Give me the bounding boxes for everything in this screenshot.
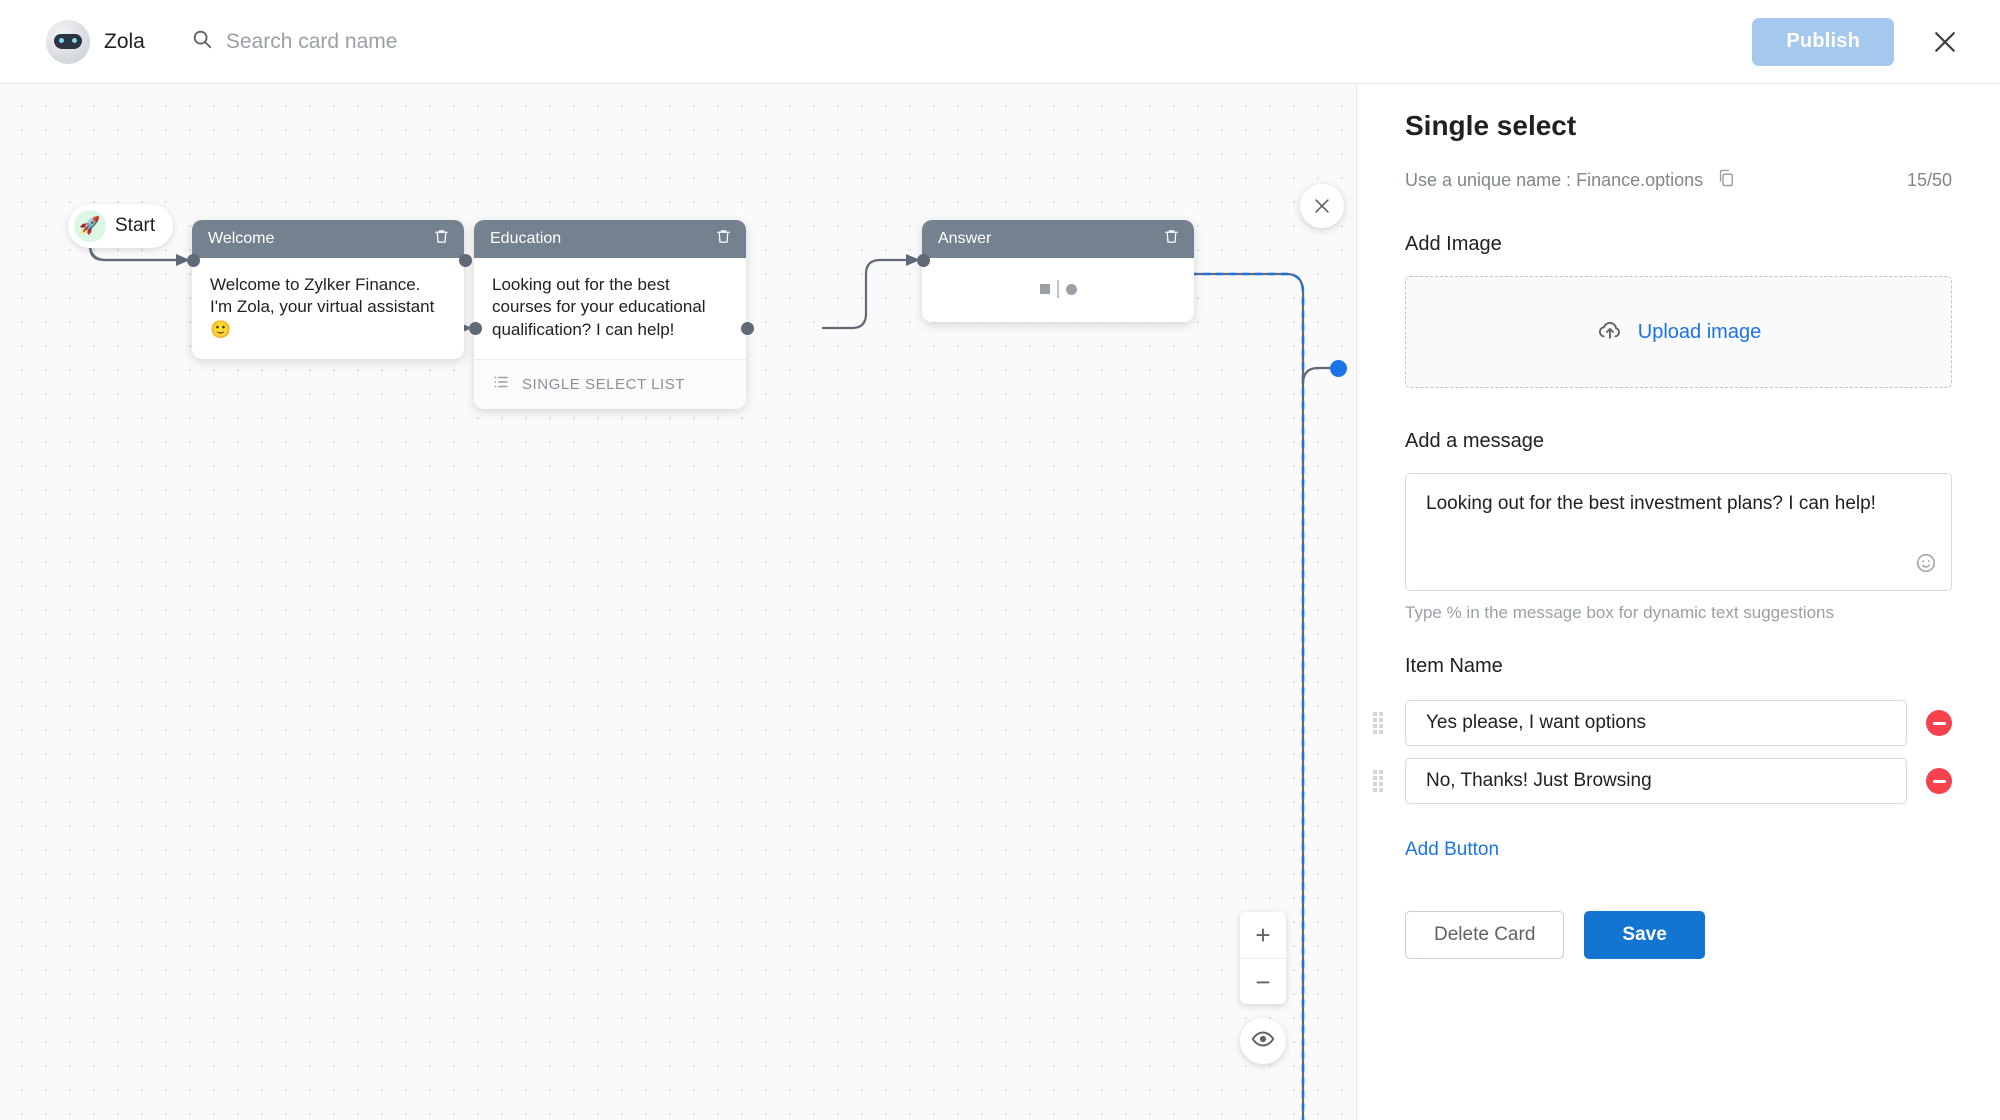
unique-name-text: Use a unique name : Finance.options [1405, 170, 1704, 190]
node-port-in-welcome[interactable] [187, 254, 200, 267]
preview-button[interactable] [1240, 1018, 1286, 1064]
trash-icon[interactable] [1163, 228, 1180, 250]
node-port-out-welcome[interactable] [459, 254, 472, 267]
character-counter: 15/50 [1906, 170, 1952, 190]
node-footer[interactable]: SINGLE SELECT LIST [474, 359, 746, 410]
node-footer-label: SINGLE SELECT LIST [522, 376, 686, 394]
flow-canvas[interactable]: 🚀 Start Welcome Welcome to Zylker Financ… [0, 84, 1356, 1120]
zoom-controls: + − [1240, 912, 1286, 1004]
item-input-0[interactable] [1405, 700, 1907, 747]
node-message: Looking out for the best courses for you… [492, 275, 706, 339]
item-input-1[interactable] [1405, 758, 1907, 805]
search-input[interactable] [225, 29, 846, 54]
start-node[interactable]: 🚀 Start [68, 204, 174, 248]
item-name-label: Item Name [1405, 655, 1503, 678]
delete-card-button[interactable]: Delete Card [1405, 911, 1565, 960]
zoom-in-button[interactable]: + [1255, 920, 1271, 950]
node-body: Welcome to Zylker Finance. I'm Zola, you… [192, 258, 464, 359]
message-value: Looking out for the best investment plan… [1426, 493, 1876, 514]
eye-icon [1251, 1027, 1275, 1056]
node-message: Welcome to Zylker Finance. I'm Zola, you… [210, 275, 435, 339]
drag-handle-icon[interactable] [1373, 770, 1391, 793]
node-header: Welcome [192, 220, 464, 258]
node-header: Answer [922, 220, 1194, 258]
brand: Zola [46, 19, 145, 64]
zoom-out-button[interactable]: − [1240, 958, 1286, 1004]
dynamic-text-hint: Type % in the message box for dynamic te… [1405, 603, 1835, 622]
list-item [1373, 758, 1952, 805]
flow-node-answer[interactable]: Answer [922, 220, 1194, 322]
publish-button[interactable]: Publish [1752, 17, 1894, 66]
list-icon [492, 373, 510, 396]
node-body: Looking out for the best courses for you… [474, 258, 746, 359]
cloud-upload-icon [1596, 316, 1624, 349]
node-port-in-answer[interactable] [917, 254, 930, 267]
add-message-label: Add a message [1405, 430, 1544, 452]
drag-handle-icon[interactable] [1373, 712, 1391, 735]
search-bar[interactable] [191, 28, 846, 55]
top-bar-actions: Publish [1752, 17, 1960, 66]
panel-actions: Delete Card Save [1405, 911, 1952, 960]
close-icon[interactable] [1930, 27, 1960, 57]
search-icon [191, 28, 213, 55]
page-title: Single select [1405, 110, 1577, 141]
node-title: Education [490, 230, 562, 247]
copy-icon[interactable] [1716, 168, 1736, 193]
node-header: Education [474, 220, 746, 258]
top-bar: Zola Publish [0, 0, 2000, 84]
emoji-smiley-icon[interactable] [1915, 552, 1937, 579]
minus-circle-icon[interactable] [1926, 768, 1952, 795]
trash-icon[interactable] [715, 228, 732, 250]
brand-name: Zola [104, 29, 145, 53]
node-port-out-education[interactable] [741, 322, 754, 335]
node-port-in-education[interactable] [469, 322, 482, 335]
canvas-close-button[interactable] [1300, 184, 1344, 228]
add-image-label: Add Image [1405, 233, 1502, 255]
unique-name-row: Use a unique name : Finance.options 15/5… [1405, 168, 1952, 193]
node-title: Welcome [208, 230, 275, 247]
upload-image-dropzone[interactable]: Upload image [1405, 276, 1952, 388]
add-button-link[interactable]: Add Button [1405, 839, 1500, 861]
properties-panel: Single select Use a unique name : Financ… [1356, 84, 2000, 1120]
start-label: Start [115, 215, 156, 236]
trash-icon[interactable] [433, 228, 450, 250]
message-input[interactable]: Looking out for the best investment plan… [1405, 473, 1952, 591]
node-port-out-answer-active[interactable] [1330, 360, 1347, 377]
save-button[interactable]: Save [1584, 911, 1705, 960]
rocket-icon: 🚀 [74, 210, 106, 242]
list-item [1373, 700, 1952, 747]
flow-node-welcome[interactable]: Welcome Welcome to Zylker Finance. I'm Z… [192, 220, 464, 360]
minus-circle-icon[interactable] [1926, 710, 1952, 737]
node-title: Answer [938, 230, 992, 247]
node-placeholder [922, 258, 1194, 322]
upload-image-label: Upload image [1637, 320, 1762, 343]
flow-node-education[interactable]: Education Looking out for the best cours… [474, 220, 746, 410]
bot-avatar-icon [46, 19, 90, 64]
